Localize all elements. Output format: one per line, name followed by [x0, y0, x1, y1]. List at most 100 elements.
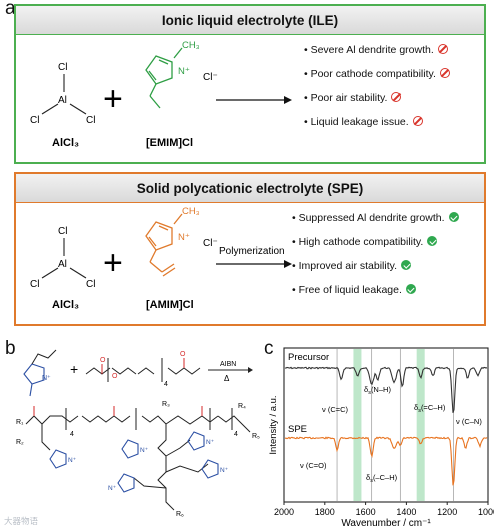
annotation-nu-cc: ν (C=C) — [322, 405, 349, 414]
prohibited-icon — [437, 44, 448, 54]
r6-label: R₆ — [176, 511, 184, 518]
bullet-item: • Free of liquid leakage. — [292, 278, 459, 302]
cl-label: Cl — [30, 279, 39, 290]
chloride-label: Cl⁻ — [203, 72, 218, 83]
cl-label: Cl — [58, 226, 67, 237]
polymer-backbone — [25, 408, 251, 511]
annotation-nu-co: ν (C=O) — [300, 461, 327, 470]
polymerization-scheme: N⁺ + O O 4 O AIBN Δ — [16, 349, 260, 518]
arrow-head — [284, 260, 292, 268]
check-icon — [448, 212, 459, 222]
cl-label: Cl — [58, 62, 67, 73]
spe-bullets: • Suppressed Al dendrite growth. • High … — [292, 206, 459, 302]
bullet-item: • Poor air stability. — [304, 86, 450, 110]
plus-sign: + — [103, 80, 123, 118]
compound-label-emimcl: [EMIM]Cl — [146, 137, 193, 149]
annotation-delta-ch: δs(–C–H) — [366, 473, 398, 484]
n-plus-label: N⁺ — [178, 66, 190, 77]
al-label: Al — [58, 259, 67, 270]
n-plus-label: N⁺ — [108, 485, 117, 492]
cl-label: Cl — [86, 279, 95, 290]
series-line-spe — [284, 436, 488, 486]
alcl3-structure: Cl Al Cl Cl — [30, 226, 95, 290]
compound-label-alcl3: AlCl₃ — [52, 299, 79, 311]
x-tick-label: 1400 — [396, 507, 416, 517]
compound-label-amimcl: [AMIM]Cl — [146, 299, 194, 311]
prohibited-icon — [439, 68, 450, 78]
heat-label: Δ — [224, 374, 230, 383]
amim-structure — [145, 213, 183, 277]
n-plus-label: N⁺ — [220, 467, 229, 474]
x-axis-label: Wavenumber / cm⁻¹ — [341, 518, 431, 529]
legend-precursor: Precursor — [288, 352, 329, 363]
oxygen-label: O — [112, 373, 118, 380]
amim-monomer — [23, 363, 45, 397]
emim-structure — [145, 47, 183, 109]
ile-title-bar: Ionic liquid electrolyte (ILE) — [16, 6, 484, 35]
x-tick-label: 1600 — [356, 507, 376, 517]
cl-label: Cl — [86, 115, 95, 126]
subscript-4: 4 — [234, 431, 238, 438]
highlight-band — [353, 349, 362, 501]
arrow-head — [248, 367, 253, 373]
diacrylate-structure — [85, 358, 201, 382]
polymerization-label: Polymerization — [219, 246, 285, 257]
r2-label: R₂ — [16, 439, 24, 446]
r4-label: R₄ — [238, 403, 246, 410]
check-icon — [427, 236, 438, 246]
plus-sign: + — [103, 244, 123, 282]
ftir-chart: Precursor SPE ν (C=C) δs(N–H) δs(=C–H) ν… — [268, 347, 494, 529]
bullet-item: • Liquid leakage issue. — [304, 110, 450, 134]
imidazolium-rings — [49, 431, 219, 493]
annotation-nu-cn: ν (C–N) — [456, 417, 482, 426]
spe-scheme: Cl Al Cl Cl + N⁺ CH₃ Cl⁻ Polymerization … — [30, 206, 292, 311]
spe-title: Solid polycationic electrolyte (SPE) — [136, 181, 364, 196]
methyl-label: CH₃ — [182, 40, 200, 51]
annotation-delta-nh: δs(N–H) — [364, 385, 391, 396]
methyl-label: CH₃ — [182, 206, 200, 217]
subscript-4: 4 — [164, 381, 168, 388]
series-line-precursor — [284, 366, 488, 413]
bullet-item: • Improved air stability. — [292, 254, 459, 278]
n-plus-label: N⁺ — [206, 439, 215, 446]
bullet-item: • Suppressed Al dendrite growth. — [292, 206, 459, 230]
panel-label-c: c — [264, 338, 274, 359]
spe-box: Solid polycationic electrolyte (SPE) Cl … — [14, 172, 486, 326]
check-icon — [401, 260, 412, 270]
alcl3-structure: Cl Al Cl Cl — [30, 62, 95, 126]
x-axis-ticks: 2000 1800 1600 1400 1200 1000 — [274, 502, 494, 517]
plus-sign: + — [70, 361, 78, 377]
compound-label-alcl3: AlCl₃ — [52, 137, 79, 149]
y-axis-label: Intensity / a.u. — [268, 395, 279, 454]
x-tick-label: 1800 — [315, 507, 335, 517]
watermark: 大器物语 — [4, 516, 39, 526]
highlight-band — [416, 349, 425, 501]
ile-scheme: Cl Al Cl Cl + N⁺ CH₃ Cl⁻ AlCl₃ [EMIM]Cl — [30, 40, 292, 149]
x-tick-label: 2000 — [274, 507, 294, 517]
n-plus-label: N⁺ — [68, 457, 77, 464]
cl-label: Cl — [30, 115, 39, 126]
x-tick-label: 1200 — [437, 507, 457, 517]
r5-label: R₅ — [252, 433, 260, 440]
bullet-item: • Severe Al dendrite growth. — [304, 38, 450, 62]
oxygen-label: O — [100, 357, 106, 364]
panel-label-a: a — [5, 0, 16, 19]
highlight-bands — [353, 349, 425, 501]
spe-title-bar: Solid polycationic electrolyte (SPE) — [16, 174, 484, 203]
n-plus-label: N⁺ — [178, 232, 190, 243]
bullet-item: • Poor cathode compatibility. — [304, 62, 450, 86]
annotation-delta-ch-eq: δs(=C–H) — [414, 403, 446, 414]
ile-title: Ionic liquid electrolyte (ILE) — [161, 13, 339, 28]
check-icon — [405, 284, 416, 294]
oxygen-label: O — [180, 351, 186, 358]
subscript-4: 4 — [70, 431, 74, 438]
legend-spe: SPE — [288, 424, 307, 435]
arrow-head — [284, 96, 292, 104]
panel-label-b: b — [5, 338, 16, 359]
prohibited-icon — [412, 116, 423, 126]
chloride-label: Cl⁻ — [203, 238, 218, 249]
prohibited-icon — [391, 92, 402, 102]
ile-bullets: • Severe Al dendrite growth. • Poor cath… — [304, 38, 450, 134]
x-tick-label: 1000 — [478, 507, 494, 517]
n-plus-label: N⁺ — [140, 447, 149, 454]
